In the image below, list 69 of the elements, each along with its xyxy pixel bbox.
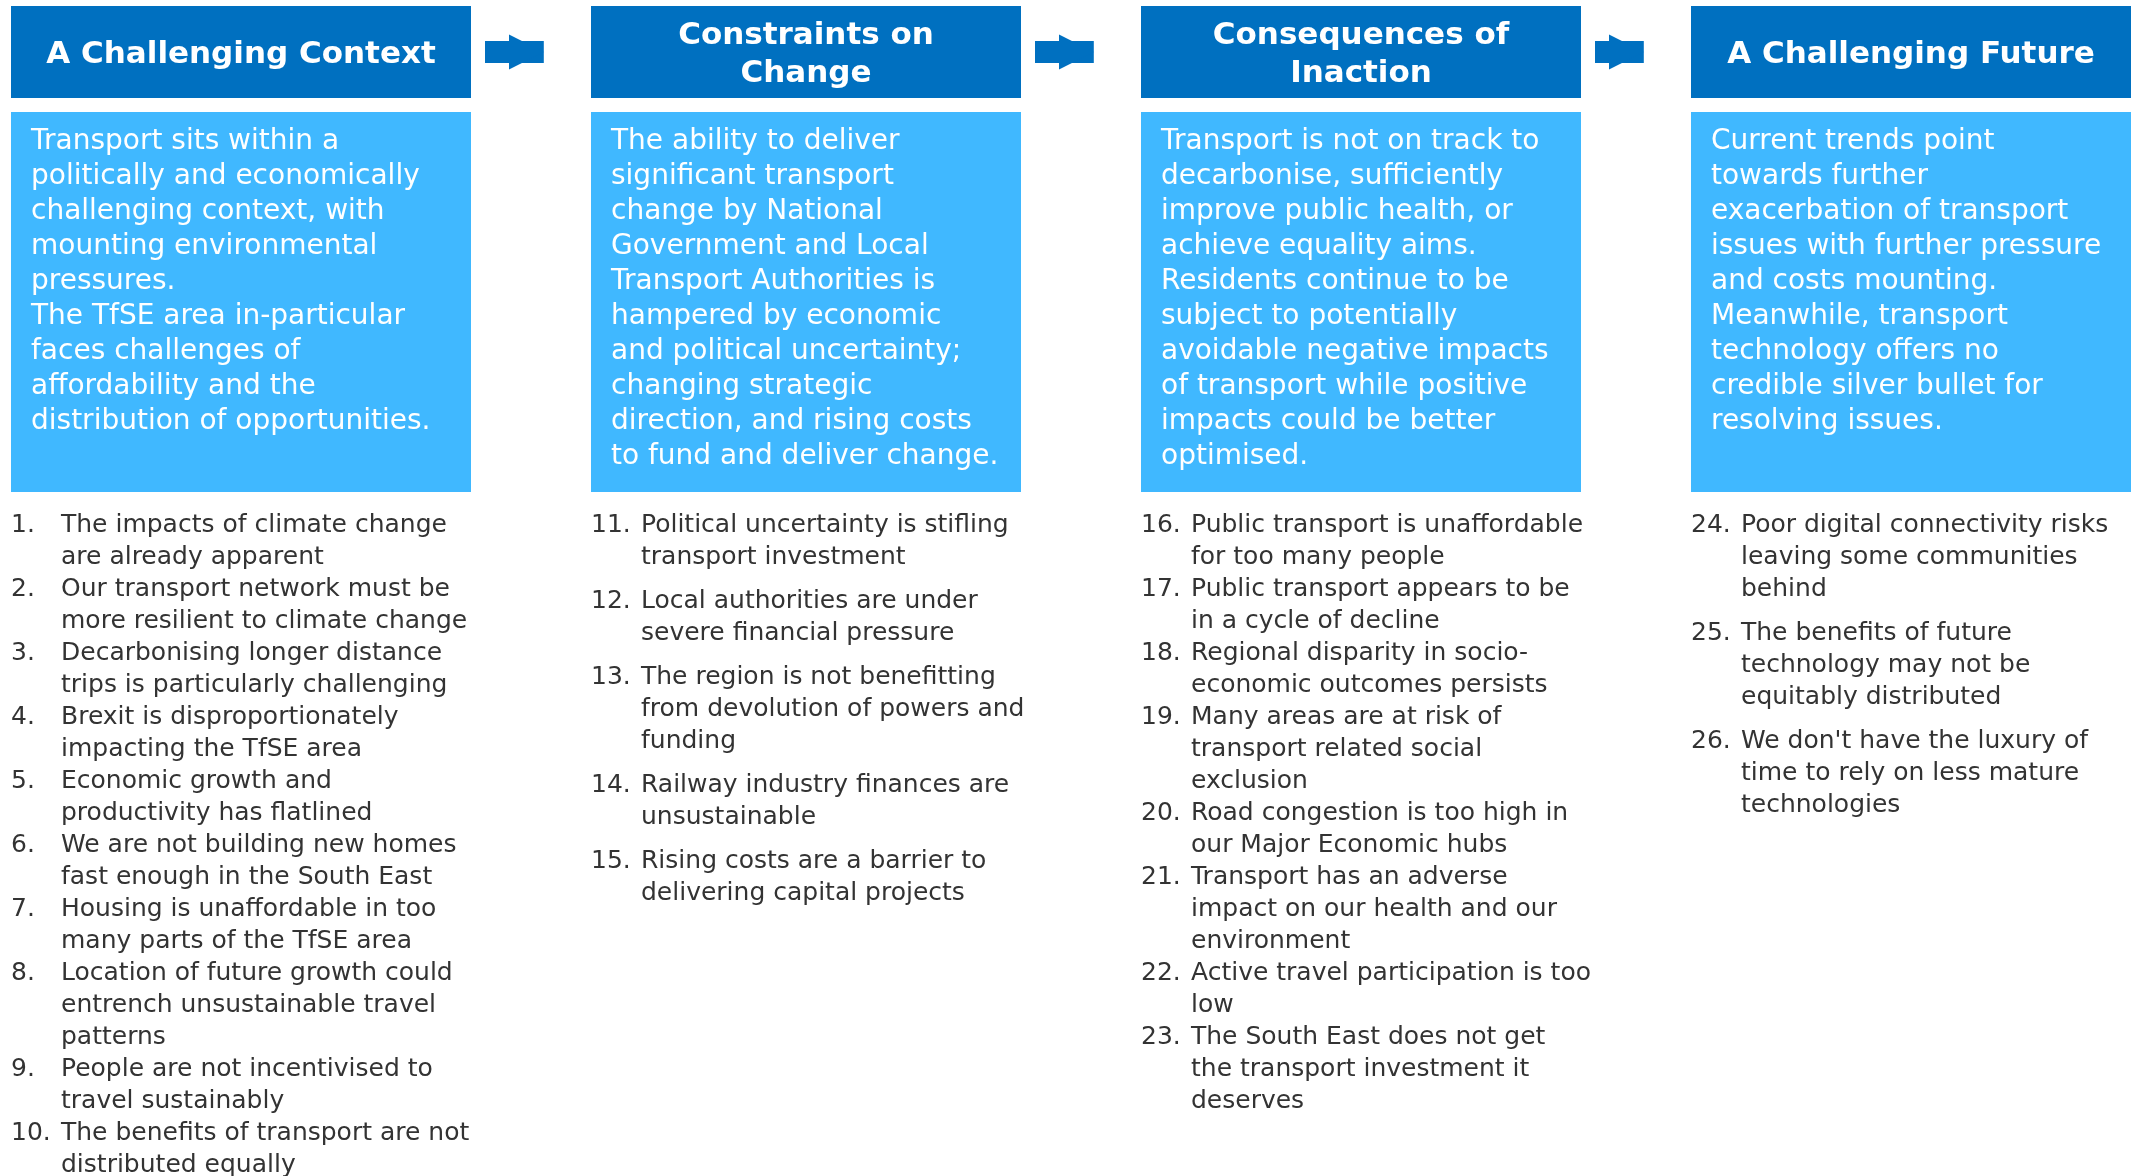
item-number: 8. — [11, 956, 36, 988]
list-item-text: Our transport network must be more resilient to climate change — [61, 572, 469, 636]
summary-text: The TfSE area in-particular faces challenges of affordability and the distribution of opportunities. — [31, 297, 432, 437]
item-number: 19. — [1141, 700, 1182, 732]
item-number: 14. — [591, 768, 632, 800]
arrow — [1035, 34, 1094, 70]
item-number: 13. — [591, 660, 632, 692]
summary-text: Residents continue to be subject to potentially avoidable negative impacts of transport while positive impacts could be better optimised. — [1161, 262, 1550, 472]
item-number: 23. — [1141, 1020, 1182, 1052]
item-number: 3. — [11, 636, 36, 668]
list-item-text: The region is not benefitting from devolution of powers and funding — [641, 660, 1026, 756]
list-item-text: Transport has an adverse impact on our health and our environment — [1191, 860, 1558, 956]
list-item-text: Railway industry finances are unsustainable — [641, 768, 1011, 832]
list-item-text: Rising costs are a barrier to delivering capital projects — [641, 844, 988, 908]
item-number: 25. — [1691, 616, 1732, 648]
column-header: Consequences of Inaction — [1141, 6, 1581, 98]
list-item-text: Political uncertainty is stifling transport investment — [641, 508, 1010, 572]
list-item-text: Road congestion is too high in our Major Economic hubs — [1191, 796, 1570, 860]
item-number: 24. — [1691, 508, 1732, 540]
column-header: A Challenging Future — [1691, 6, 2131, 98]
item-number: 12. — [591, 584, 632, 616]
list-item-text: The South East does not get the transport investment it deserves — [1191, 1020, 1547, 1116]
item-number: 1. — [11, 508, 36, 540]
arrow — [1595, 34, 1644, 70]
item-number: 10. — [11, 1116, 52, 1148]
summary-text: Current trends point towards further exacerbation of transport issues with further pressure and costs mounting. — [1711, 122, 2103, 297]
summary-panel — [591, 112, 1021, 492]
summary-text: The ability to deliver significant transport change by National Government and Local Transport Authorities is hampered by economic and political uncertainty; changing strategic direction, and rising costs to fund and deliver change. — [611, 122, 1000, 472]
item-number: 26. — [1691, 724, 1732, 756]
summary-panel — [1141, 112, 1581, 492]
list-item-text: We don't have the luxury of time to rely on less mature technologies — [1741, 724, 2090, 820]
item-number: 22. — [1141, 956, 1182, 988]
summary-text: Transport sits within a politically and economically challenging context, with mounting environmental pressures. — [31, 122, 421, 297]
item-number: 4. — [11, 700, 36, 732]
list-item-text: We are not building new homes fast enough in the South East — [61, 828, 458, 892]
item-number: 9. — [11, 1052, 36, 1084]
item-number: 21. — [1141, 860, 1182, 892]
item-number: 6. — [11, 828, 36, 860]
list-item-text: People are not incentivised to travel sustainably — [61, 1052, 434, 1116]
item-number: 5. — [11, 764, 36, 796]
column-header: Constraints on Change — [591, 6, 1021, 98]
list-item-text: Public transport appears to be in a cycle of decline — [1191, 572, 1571, 636]
item-number: 18. — [1141, 636, 1182, 668]
list-item-text: Public transport is unaffordable for too many people — [1191, 508, 1585, 572]
item-number: 20. — [1141, 796, 1182, 828]
list-item-text: Regional disparity in socio-economic outcomes persists — [1191, 636, 1549, 700]
item-number: 2. — [11, 572, 36, 604]
item-number: 15. — [591, 844, 632, 876]
list-item-text: Many areas are at risk of transport related social exclusion — [1191, 700, 1503, 796]
list-item-text: Poor digital connectivity risks leaving some communities behind — [1741, 508, 2110, 604]
list-item-text: Economic growth and productivity has flatlined — [61, 764, 374, 828]
item-number: 16. — [1141, 508, 1182, 540]
list-item-text: Active travel participation is too low — [1191, 956, 1591, 1020]
list-item-text: The impacts of climate change are already apparent — [61, 508, 448, 572]
summary-panel — [11, 112, 471, 492]
column-header: A Challenging Context — [11, 6, 471, 98]
list-item-text: Local authorities are under severe financial pressure — [641, 584, 979, 648]
list-item-text: Housing is unaffordable in too many parts of the TfSE area — [61, 892, 438, 956]
arrow — [485, 34, 544, 70]
list-item-text: Location of future growth could entrench unsustainable travel patterns — [61, 956, 454, 1052]
summary-text: Meanwhile, transport technology offers no credible silver bullet for resolving issues. — [1711, 297, 2044, 437]
item-number: 11. — [591, 508, 632, 540]
item-number: 7. — [11, 892, 36, 924]
summary-text: Transport is not on track to decarbonise, sufficiently improve public health, or achieve equality aims. — [1161, 122, 1541, 262]
item-number: 17. — [1141, 572, 1182, 604]
list-item-text: Brexit is disproportionately impacting the TfSE area — [61, 700, 400, 764]
list-item-text: Decarbonising longer distance trips is particularly challenging — [61, 636, 449, 700]
list-item-text: The benefits of future technology may not be equitably distributed — [1741, 616, 2032, 712]
summary-panel — [1691, 112, 2131, 492]
